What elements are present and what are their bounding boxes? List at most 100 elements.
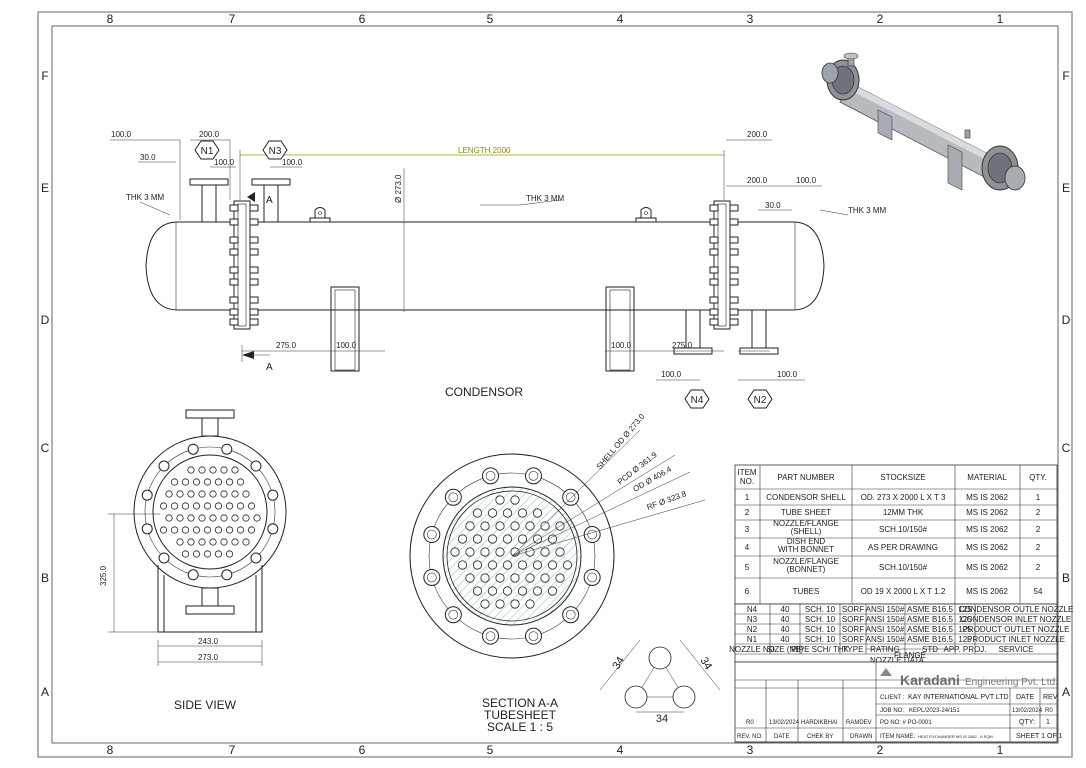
bom-cell: OD. 273 X 2000 L X T 3 <box>861 493 946 502</box>
flange-bolt <box>249 248 259 256</box>
bolt-hole <box>565 609 576 620</box>
section-title: SECTION A-A <box>482 696 558 710</box>
nozzle-cell: SCH. 10 <box>805 635 836 644</box>
tube-hole <box>225 526 234 534</box>
flange-bolt <box>250 460 262 472</box>
zone-row-label: B <box>41 571 49 585</box>
tube-hole <box>480 521 490 531</box>
flange-bolt <box>482 467 500 485</box>
bolt-hole <box>448 492 459 503</box>
zone-row-label: E <box>41 181 49 195</box>
flange-bolt <box>729 218 739 226</box>
rev-value: R0 <box>1045 708 1053 714</box>
flange-bolt <box>729 236 739 244</box>
tube-hole <box>176 490 184 498</box>
nozzle-header: SIZE (NB) <box>767 645 804 654</box>
svg-text:N3: N3 <box>269 146 282 157</box>
nozzle-header: SERVICE <box>999 645 1034 654</box>
tube-hole <box>502 534 513 544</box>
nozzle-header: NOZZLE NO <box>729 645 775 654</box>
tube-hole <box>181 478 190 486</box>
flange-bolt <box>583 568 601 586</box>
tube-hole <box>510 599 520 609</box>
bolt-hole <box>565 492 576 503</box>
tube-hole <box>247 526 256 534</box>
zone-row-label: C <box>1062 441 1071 455</box>
zone-row-label: C <box>41 441 50 455</box>
item-label: ITEM NAME: <box>880 734 915 740</box>
nozzle-cell: PRODUCT OUTLET NOZZLE <box>963 625 1070 634</box>
tube-hole <box>220 490 228 498</box>
bom-cell: 2 <box>1036 508 1041 517</box>
tube-hole <box>181 526 190 534</box>
tube-hole <box>192 526 201 534</box>
nozzle-cell: ANSI 150# <box>866 625 905 634</box>
tube-hole <box>547 560 558 570</box>
zone-column-label: 4 <box>617 12 624 26</box>
section-subtitle: TUBESHEET <box>484 708 557 722</box>
nozzle-cell: 125 <box>958 605 972 614</box>
item-value: HEAT EXCHANGER MS IS 2062 - 6 SQM <box>918 734 993 739</box>
lifting-lug-right <box>635 207 657 222</box>
dim-length: LENGTH 2000 <box>458 146 511 155</box>
tube-hole <box>198 490 206 498</box>
zone-row-label: E <box>1062 181 1070 195</box>
flange-bolt <box>249 236 259 244</box>
dim-200-right-top: 200.0 <box>747 130 768 139</box>
bom-cell: 2 <box>745 508 750 517</box>
tube-hole <box>192 550 201 558</box>
tube-hole <box>532 586 543 596</box>
zone-column-label: 6 <box>359 12 366 26</box>
date-value: 13/02/2024 <box>1012 708 1043 714</box>
bom-cell: TUBE SHEET <box>781 508 831 517</box>
flange-bolt <box>729 248 739 256</box>
lifting-lug-left <box>309 207 331 222</box>
flange-bolt <box>423 568 441 586</box>
isometric-3d-view <box>821 52 1026 191</box>
dim-275-left: 275.0 <box>276 341 297 350</box>
tube-hole <box>231 490 239 498</box>
bom-cell: 2 <box>1036 563 1041 572</box>
nozzle-cell: 40 <box>781 605 790 614</box>
flange-bolt <box>229 218 239 226</box>
right-flange <box>709 200 739 330</box>
flange-bolt <box>444 606 462 624</box>
flange-bolt <box>709 218 719 226</box>
tube-hole <box>540 573 550 583</box>
tube-pitch-detail: 34 34 34 <box>599 639 721 725</box>
dim-shell-diameter: Ø 273.0 <box>394 174 403 203</box>
callout-rf: RF Ø 323.8 <box>646 489 688 512</box>
flange-bolt <box>249 308 259 316</box>
zone-column-label: 6 <box>359 743 366 757</box>
tube-hole <box>231 514 239 522</box>
bom-cell: 4 <box>745 543 750 552</box>
tube-hole <box>165 490 173 498</box>
flange-bolt <box>229 318 239 326</box>
rev-label: REV <box>1043 694 1058 701</box>
zone-column-label: 2 <box>877 743 884 757</box>
tube-hole <box>220 514 228 522</box>
flange-bolt <box>482 627 500 645</box>
nozzle-cell: SCH. 10 <box>805 605 836 614</box>
job-label: JOB NO: <box>880 708 904 714</box>
tube-hole <box>209 538 217 546</box>
bom-cell: WITH BONNET <box>778 545 834 554</box>
tube-hole <box>181 502 190 510</box>
bom-header: PART NUMBER <box>777 473 835 482</box>
tube-hole <box>214 550 223 558</box>
tube-hole <box>231 538 239 546</box>
tube-hole <box>465 547 475 557</box>
dim-100-n3: 100.0 <box>282 158 303 167</box>
flange-bolt <box>709 318 719 326</box>
nozzle-cell: N4 <box>747 605 758 614</box>
nozzle-tag-n3: N3 <box>262 140 288 160</box>
nozzle-header: TYPE <box>843 645 864 654</box>
rev-header-no: REV. NO. <box>737 734 763 740</box>
title-block <box>734 661 1058 743</box>
flange-bolt <box>249 266 259 274</box>
client-label: CLIENT : <box>880 695 905 701</box>
tube-hole <box>236 502 245 510</box>
tube-hole <box>540 547 550 557</box>
